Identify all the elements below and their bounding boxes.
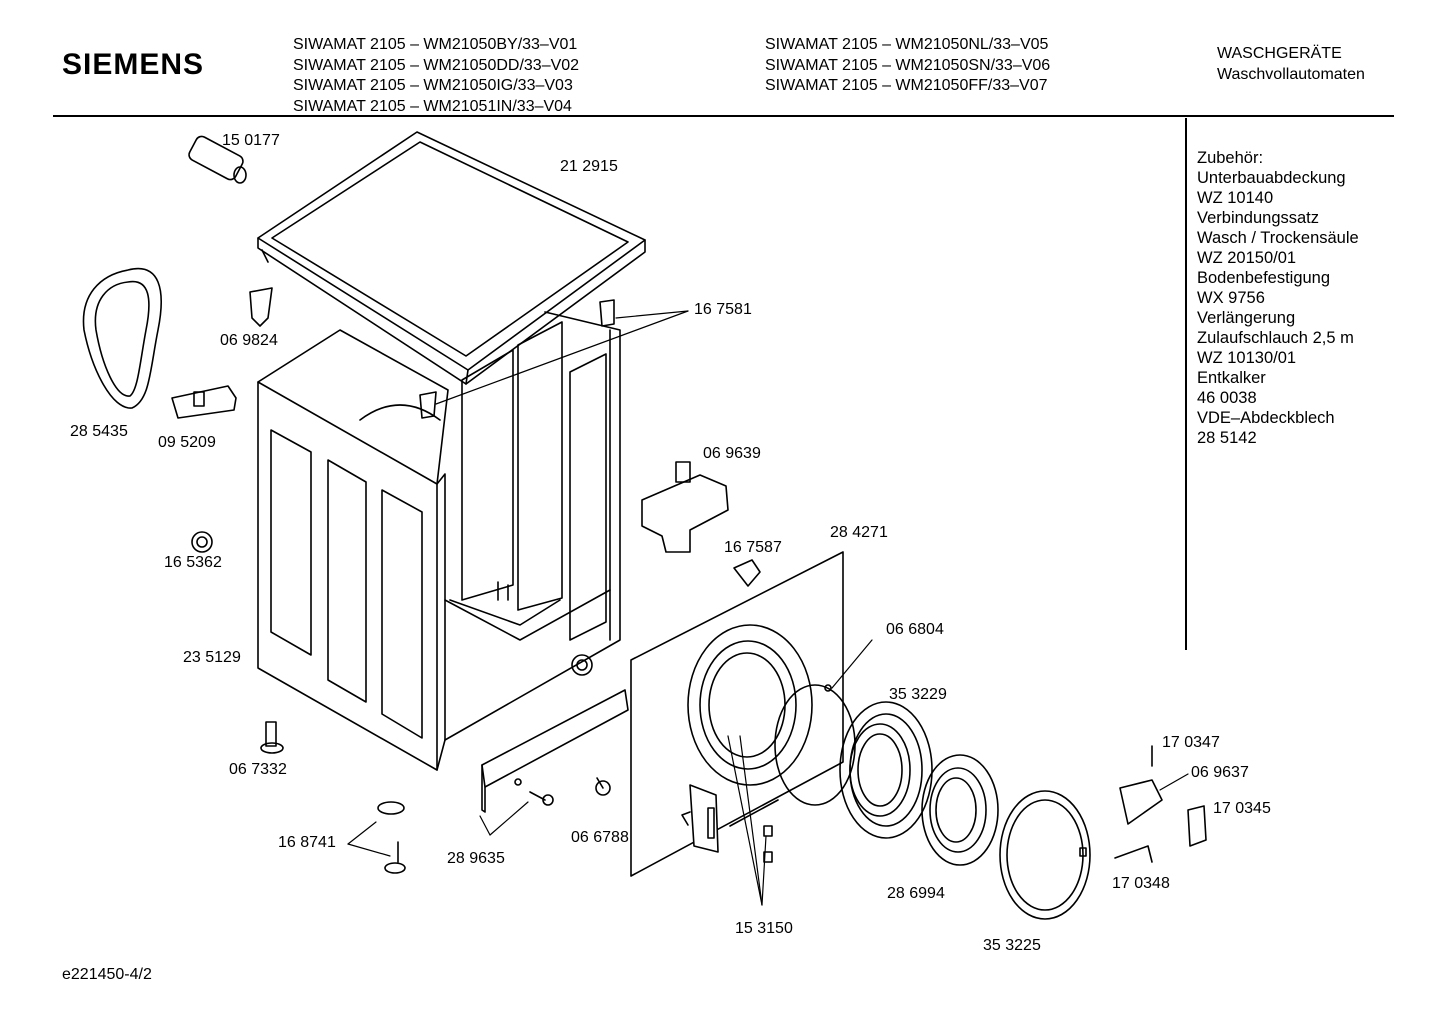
part-label: 35 3229: [889, 686, 947, 703]
accessory-line: Zubehör:: [1197, 149, 1264, 167]
accessory-line: Zulaufschlauch 2,5 m: [1197, 329, 1354, 347]
model-line: SIWAMAT 2105 – WM21050DD/33–V02: [293, 56, 580, 74]
cabinet-part: [257, 311, 621, 771]
header-divider: [53, 115, 1394, 117]
clip-right-part: [1187, 805, 1207, 847]
part-label: 16 8741: [278, 834, 336, 851]
clip-part: [249, 287, 273, 327]
part-label: 28 5435: [70, 423, 128, 440]
part-label: 16 7587: [724, 539, 782, 556]
door-frame-inner-part: [921, 754, 999, 866]
category-block: WASCHGERÄTE Waschvollautomaten: [1217, 44, 1365, 85]
handle-part: [733, 559, 761, 587]
control-strip-part: [481, 689, 629, 813]
accessory-line: 28 5142: [1197, 429, 1257, 447]
part-label: 17 0347: [1162, 734, 1220, 751]
clamp-ring-part: [774, 684, 856, 806]
accessory-line: Wasch / Trockensäule: [1197, 229, 1359, 247]
part-label: 21 2915: [560, 158, 618, 175]
accessory-line: WX 9756: [1197, 289, 1265, 307]
sidebar-divider: [1185, 118, 1187, 650]
accessory-line: WZ 20150/01: [1197, 249, 1297, 267]
accessory-line: VDE–Abdeckblech: [1197, 409, 1335, 427]
accessory-line: WZ 10140: [1197, 189, 1274, 207]
part-label: 28 9635: [447, 850, 505, 867]
drawing-id: e221450-4/2: [62, 966, 152, 983]
part-label: 28 4271: [830, 524, 888, 541]
part-label: 35 3225: [983, 937, 1041, 954]
door-lock-part: [641, 461, 729, 553]
accessories-list: Zubehör: Unterbauabdeckung WZ 10140 Verb…: [1197, 148, 1359, 448]
model-line: SIWAMAT 2105 – WM21050IG/33–V03: [293, 77, 573, 94]
top-cover-part: [257, 131, 646, 385]
part-label: 06 6804: [886, 621, 944, 638]
bracket-part: [171, 385, 237, 419]
category-title: WASCHGERÄTE: [1217, 45, 1342, 62]
foot-adjuster-part: [377, 801, 406, 874]
accessory-line: Verlängerung: [1197, 309, 1296, 327]
part-label: 06 6788: [571, 829, 629, 846]
part-label: 16 5362: [164, 554, 222, 571]
model-line: SIWAMAT 2105 – WM21050BY/33–V01: [293, 36, 578, 53]
part-label: 06 9637: [1191, 764, 1249, 781]
hinge-part: [681, 784, 719, 853]
part-label: 28 6994: [887, 885, 945, 902]
latch-hook-part: [1119, 779, 1163, 825]
model-list-right: SIWAMAT 2105 – WM21050NL/33–V05 SIWAMAT …: [765, 35, 1050, 97]
part-label: 06 9639: [703, 445, 761, 462]
front-panel-part: [630, 551, 844, 877]
part-label: 17 0345: [1213, 800, 1271, 817]
door-frame-outer-part: [999, 790, 1091, 920]
model-line: SIWAMAT 2105 – WM21050FF/33–V07: [765, 77, 1048, 94]
part-label: 23 5129: [183, 649, 241, 666]
accessory-line: Entkalker: [1197, 369, 1266, 387]
accessory-line: 46 0038: [1197, 389, 1257, 407]
part-label: 16 7581: [694, 301, 752, 318]
part-label: 09 5209: [158, 434, 216, 451]
accessory-line: Unterbauabdeckung: [1197, 169, 1346, 187]
model-list-left: SIWAMAT 2105 – WM21050BY/33–V01 SIWAMAT …: [293, 35, 579, 117]
brand-logo: SIEMENS: [62, 48, 205, 81]
part-label: 06 9824: [220, 332, 278, 349]
gasket-part: [82, 267, 162, 409]
spring-part: [1114, 845, 1153, 863]
model-line: SIWAMAT 2105 – WM21050SN/33–V06: [765, 56, 1051, 74]
accessory-line: Bodenbefestigung: [1197, 269, 1331, 287]
accessory-line: WZ 10130/01: [1197, 349, 1297, 367]
part-label: 15 3150: [735, 920, 793, 937]
part-label: 06 7332: [229, 761, 287, 778]
foot-part: [260, 721, 284, 754]
leader-lines: [347, 310, 1189, 906]
model-line: SIWAMAT 2105 – WM21050NL/33–V05: [765, 36, 1049, 53]
accessory-line: Verbindungssatz: [1197, 209, 1320, 227]
hose-connector-part: [188, 135, 247, 184]
screw-part: [529, 791, 554, 806]
category-subtitle: Waschvollautomaten: [1217, 65, 1365, 83]
foot-small-part: [595, 777, 611, 796]
latch-part: [419, 299, 615, 419]
plug-part: [191, 531, 213, 553]
model-line: SIWAMAT 2105 – WM21051IN/33–V04: [293, 97, 572, 115]
part-label: 15 0177: [222, 132, 280, 149]
door-seal-part: [839, 701, 933, 839]
part-label: 17 0348: [1112, 875, 1170, 892]
